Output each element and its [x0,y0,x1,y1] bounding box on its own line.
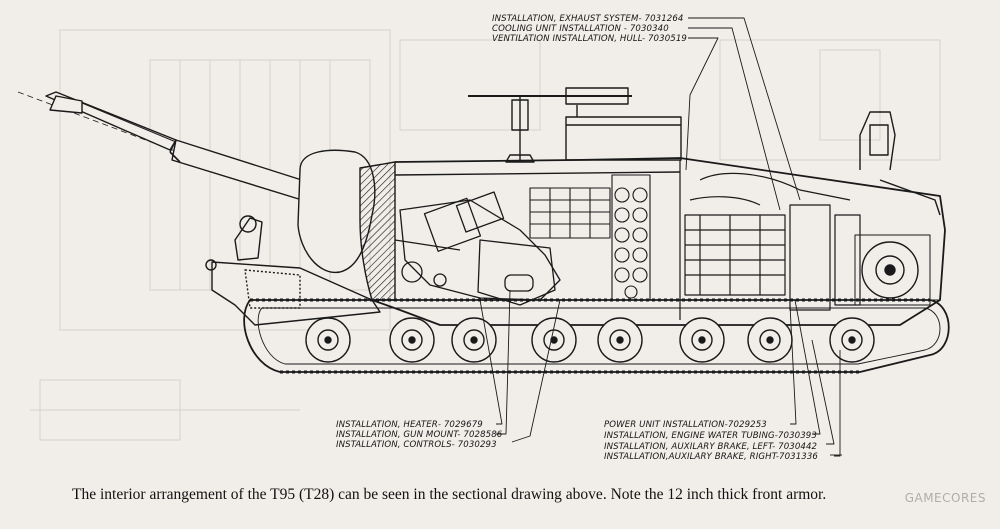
label-group-top: INSTALLATION, EXHAUST SYSTEM- 7031264 CO… [492,14,687,44]
figure-caption: The interior arrangement of the T95 (T28… [72,486,827,503]
label-engine-water-tubing: INSTALLATION, ENGINE WATER TUBING-703039… [604,431,817,441]
background-ghost-drawing [30,29,941,441]
label-gun-mount: INSTALLATION, GUN MOUNT- 7028586 [336,430,503,440]
hull-outline [371,157,946,326]
rear-drive [854,111,941,306]
engine [684,172,861,311]
track-system [243,298,950,374]
gun-breech [394,191,561,306]
watermark: GAMECORES [904,491,986,505]
gun-barrel [17,91,309,201]
leader-lines-right [789,299,842,457]
label-controls: INSTALLATION, CONTROLS- 7030293 [336,440,497,450]
tank-section [17,17,950,457]
machine-gun-mount [468,87,682,163]
label-aux-brake-right: INSTALLATION,AUXILARY BRAKE, RIGHT-70313… [604,452,818,462]
label-group-right: POWER UNIT INSTALLATION-7029253 INSTALLA… [604,420,818,462]
ammo-rack [529,174,651,301]
leader-lines-left [479,289,561,443]
label-cooling-unit: COOLING UNIT INSTALLATION - 7030340 [492,24,669,34]
label-group-left: INSTALLATION, HEATER- 7029679 INSTALLATI… [336,420,503,450]
label-exhaust-system: INSTALLATION, EXHAUST SYSTEM- 7031264 [492,14,683,24]
label-aux-brake-left: INSTALLATION, AUXILARY BRAKE, LEFT- 7030… [604,442,817,452]
front-step [234,217,263,261]
front-armor [359,161,396,301]
label-power-unit: POWER UNIT INSTALLATION-7029253 [604,420,767,430]
label-heater: INSTALLATION, HEATER- 7029679 [336,420,483,430]
leader-lines-top [685,17,801,211]
label-ventilation-hull: VENTILATION INSTALLATION, HULL- 7030519 [492,34,687,44]
road-wheels [305,317,875,363]
front-sponson [211,261,381,326]
